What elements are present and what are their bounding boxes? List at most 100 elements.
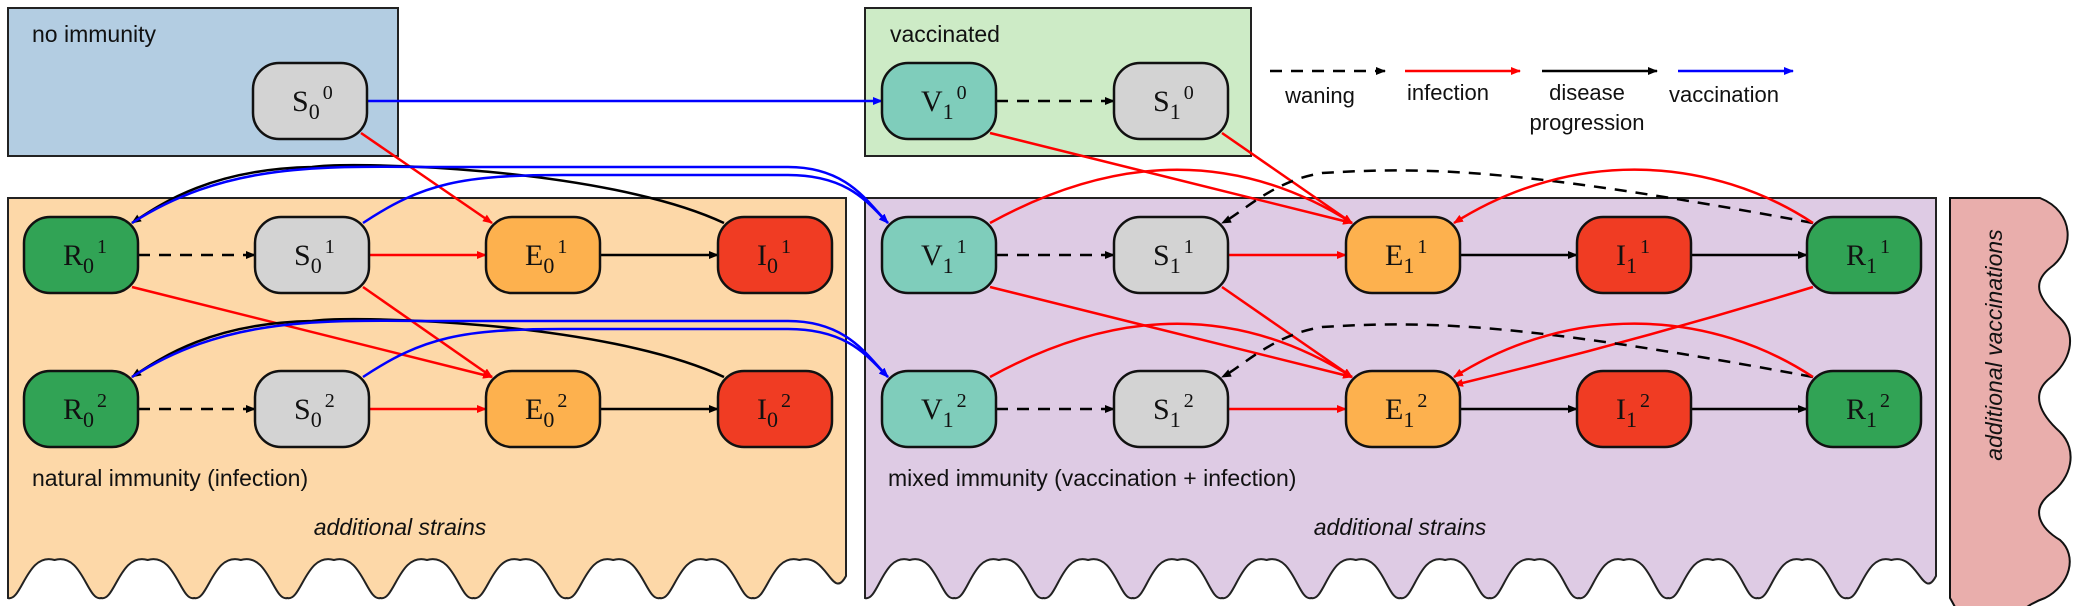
node-superscript: 2 (1417, 390, 1427, 412)
node-superscript: 2 (957, 390, 967, 412)
edge-infection-r11-e11 (1453, 168, 1814, 225)
node-label: E01 (525, 236, 567, 278)
node-s00: S00 (251, 61, 369, 141)
node-letter: S (294, 239, 311, 272)
edge-infection-v11-e12 (989, 285, 1353, 379)
node-subscript: 0 (83, 253, 94, 278)
node-subscript: 1 (1170, 253, 1181, 278)
edge-infection-r01-e02 (131, 285, 493, 379)
node-r02: R02 (22, 369, 140, 449)
node-letter: I (757, 239, 767, 272)
edge-disease-progression-i01-r01 (131, 163, 725, 225)
panel-natural-more-strains: additional strains (314, 514, 487, 540)
node-subscript: 1 (1403, 253, 1414, 278)
legend-waning-label: waning (1284, 83, 1355, 108)
node-label: S10 (1153, 82, 1194, 124)
node-box-susceptible (1112, 215, 1230, 295)
node-subscript: 1 (1866, 253, 1877, 278)
node-subscript: 0 (83, 407, 94, 432)
node-box-susceptible (251, 61, 369, 141)
node-superscript: 0 (323, 82, 333, 104)
node-label: S01 (294, 236, 335, 278)
node-label: S11 (1153, 236, 1194, 278)
node-subscript: 0 (543, 253, 554, 278)
panel-natural-immunity-bg (7, 197, 847, 600)
node-superscript: 0 (957, 82, 967, 104)
node-superscript: 2 (1880, 390, 1890, 412)
node-e12: E12 (1344, 369, 1462, 449)
edges (131, 97, 1814, 413)
node-letter: S (294, 393, 311, 426)
node-superscript: 1 (781, 236, 791, 258)
node-e11: E11 (1344, 215, 1462, 295)
node-label: R11 (1846, 236, 1890, 278)
node-label: I02 (757, 390, 791, 432)
node-label: E12 (1385, 390, 1427, 432)
node-box-recovered (22, 215, 140, 295)
node-letter: S (1153, 239, 1170, 272)
node-s02: S02 (253, 369, 371, 449)
edge-infection-r12-e12 (1453, 322, 1814, 379)
node-letter: S (292, 85, 309, 118)
node-subscript: 1 (1626, 407, 1637, 432)
edge-waning-r11-s11 (1221, 169, 1814, 225)
node-i12: I12 (1575, 369, 1693, 449)
node-label: R02 (63, 390, 107, 432)
node-superscript: 1 (557, 236, 567, 258)
node-superscript: 1 (97, 236, 107, 258)
edge-infection-v10-e11 (989, 131, 1353, 225)
legend-progression-label-1: disease (1549, 80, 1625, 105)
node-box-susceptible (1112, 369, 1230, 449)
node-box-exposed (484, 215, 602, 295)
node-letter: E (1385, 393, 1403, 426)
node-superscript: 1 (1640, 236, 1650, 258)
edge-vaccination-s02-v12 (362, 327, 889, 379)
panel-natural-immunity-label: natural immunity (infection) (32, 465, 308, 491)
node-label: E11 (1385, 236, 1427, 278)
node-v12: V12 (880, 369, 998, 449)
node-superscript: 2 (325, 390, 335, 412)
edge-infection-r11-e12 (1453, 285, 1814, 387)
node-box-vaccinated-node (880, 215, 998, 295)
panel-natural-immunity: natural immunity (infection) additional … (7, 197, 847, 600)
node-box-recovered (22, 369, 140, 449)
node-superscript: 2 (557, 390, 567, 412)
node-label: R01 (63, 236, 107, 278)
node-subscript: 1 (943, 99, 954, 124)
node-box-exposed (1344, 369, 1462, 449)
node-r01: R01 (22, 215, 140, 295)
node-subscript: 1 (943, 407, 954, 432)
node-label: I11 (1616, 236, 1650, 278)
node-box-vaccinated-node (880, 369, 998, 449)
edge-infection-v11-e11 (989, 168, 1353, 225)
panel-vaccinated-label: vaccinated (890, 21, 1000, 47)
node-letter: R (63, 239, 83, 272)
node-subscript: 0 (311, 253, 322, 278)
edge-disease-progression-i02-r02 (131, 317, 725, 379)
panel-additional-vaccinations: additional vaccinations (1949, 197, 2072, 606)
node-letter: V (921, 393, 943, 426)
node-label: V12 (921, 390, 967, 432)
node-superscript: 2 (1640, 390, 1650, 412)
node-label: I01 (757, 236, 791, 278)
node-subscript: 1 (943, 253, 954, 278)
edge-waning-r12-s12 (1221, 323, 1814, 379)
panel-additional-vaccinations-label: additional vaccinations (1981, 229, 2007, 461)
legend-item-vaccination: vaccination (1669, 67, 1794, 107)
legend-item-infection: infection (1405, 67, 1521, 105)
edge-infection-v12-e12 (989, 322, 1353, 379)
node-letter: V (921, 85, 943, 118)
node-s11: S11 (1112, 215, 1230, 295)
node-box-susceptible (1112, 61, 1230, 141)
node-label: R12 (1846, 390, 1890, 432)
node-letter: R (1846, 393, 1866, 426)
node-superscript: 2 (781, 390, 791, 412)
node-s01: S01 (253, 215, 371, 295)
node-label: V10 (921, 82, 967, 124)
node-superscript: 2 (97, 390, 107, 412)
node-label: S12 (1153, 390, 1194, 432)
node-subscript: 1 (1170, 407, 1181, 432)
legend-infection-label: infection (1407, 80, 1489, 105)
